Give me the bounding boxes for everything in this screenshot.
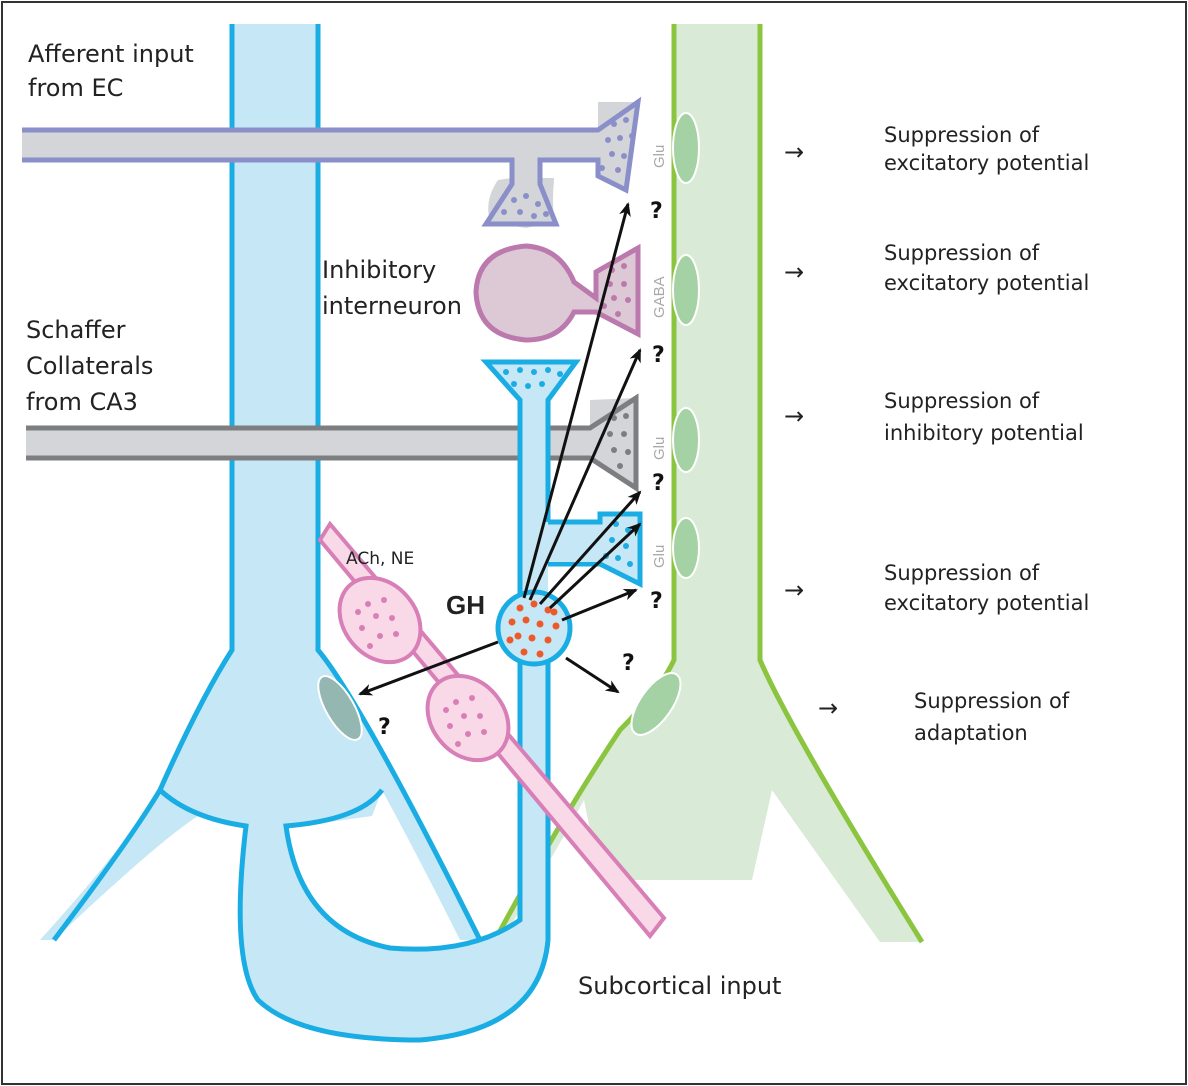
- nt-gaba: GABA: [651, 276, 668, 318]
- nt-glu-3: Glu: [651, 545, 668, 568]
- question-mark-2: ?: [652, 343, 665, 368]
- effect-3-line1: Suppression of: [884, 389, 1040, 413]
- effect-4-line1: Suppression of: [884, 561, 1040, 585]
- ach-ne-label: ACh, NE: [346, 549, 414, 569]
- schaffer-label-1: Schaffer: [26, 316, 126, 344]
- effect-arrow-4: →: [784, 576, 804, 604]
- effect-3-line2: inhibitory potential: [884, 421, 1084, 445]
- effect-2-line1: Suppression of: [884, 241, 1040, 265]
- effect-arrow-1: →: [784, 138, 804, 166]
- afferent-label-1: Afferent input: [28, 40, 194, 68]
- question-mark-3: ?: [652, 471, 665, 496]
- effect-1-line2: excitatory potential: [884, 151, 1089, 175]
- effect-5-line1: Suppression of: [914, 689, 1070, 713]
- afferent-label-2: from EC: [28, 74, 123, 102]
- effect-arrow-5: →: [818, 694, 838, 722]
- effect-arrow-3: →: [784, 402, 804, 430]
- schaffer-label-2: Collaterals: [26, 352, 153, 380]
- effect-4-line2: excitatory potential: [884, 591, 1089, 615]
- question-mark-5: ?: [622, 651, 635, 676]
- interneuron-label-1: Inhibitory: [322, 256, 436, 284]
- effect-2-line2: excitatory potential: [884, 271, 1089, 295]
- effect-1-line1: Suppression of: [884, 123, 1040, 147]
- subcortical-label: Subcortical input: [578, 972, 781, 1000]
- nt-glu-1: Glu: [651, 145, 668, 168]
- question-mark-6: ?: [378, 715, 391, 740]
- effect-5-line2: adaptation: [914, 721, 1028, 745]
- effect-arrow-2: →: [784, 258, 804, 286]
- question-mark-4: ?: [650, 589, 663, 614]
- question-mark-1: ?: [650, 199, 663, 224]
- schaffer-label-3: from CA3: [26, 388, 138, 416]
- gh-label: GH: [446, 590, 485, 620]
- interneuron-label-2: interneuron: [322, 292, 462, 320]
- nt-glu-2: Glu: [651, 437, 668, 460]
